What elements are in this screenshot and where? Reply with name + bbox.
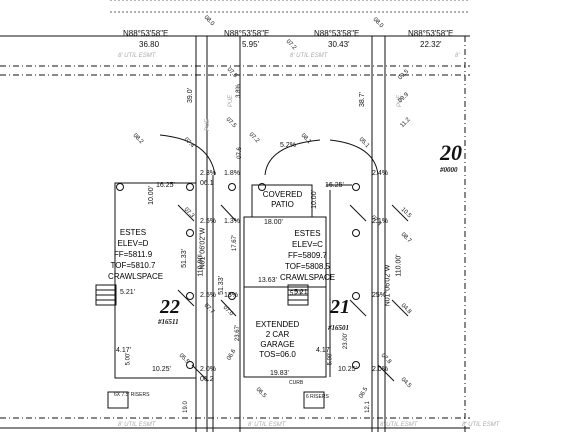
swale-left	[159, 134, 216, 176]
elev-label: 19.0	[182, 401, 189, 413]
lot21-number: 21	[330, 296, 350, 318]
slope-label: 2.5%	[200, 218, 216, 225]
slope-label: 13%	[224, 292, 239, 299]
bearing-4: N88°53'58"E	[408, 29, 454, 38]
easement-label-2: 8' UTIL ESMT	[290, 53, 328, 59]
lot22-risers-bottom: 6X 7.5' RISERS	[114, 392, 150, 398]
center-depth: 110.00'	[197, 254, 205, 277]
slope-label: 25%	[372, 292, 387, 299]
lot21-dim-h: 5.21'	[290, 291, 303, 297]
patio-width: 18.00'	[264, 219, 283, 226]
slope-label: 2.0%	[372, 366, 388, 373]
center-dim-f: 10.00'	[310, 190, 318, 209]
slope-label: 5.2%	[280, 142, 296, 149]
bottom-easement-1: 8' UTIL ESMT	[118, 422, 156, 428]
house-lot22-outline	[114, 182, 197, 379]
slope-label: 1.3%	[224, 218, 240, 225]
stair-risers-bottom-center	[303, 391, 325, 409]
center-dim-c: 23.67'	[235, 324, 242, 342]
lot22-dim-e: 10.00'	[147, 186, 155, 205]
elev-label: 12.1	[364, 401, 371, 413]
elev-label: 06.1	[200, 180, 214, 187]
elev-label: 07.6	[236, 147, 243, 159]
center-dim-d: 19.83'	[270, 370, 289, 377]
lot22-house-info: ESTES ELEV=D FF=5811.9 TOF=5810.7 CRAWLS…	[108, 228, 164, 281]
pue-label-1: PUE	[205, 118, 212, 132]
bearing-1: N88°53'58"E	[123, 29, 169, 38]
drainage-arrows	[177, 204, 409, 382]
easement-label-1: 8' UTIL ESMT	[118, 53, 156, 59]
pue-label-2: PUE	[228, 94, 235, 108]
garage-label: EXTENDED 2 CAR GARAGE TOS=06.0	[255, 320, 300, 359]
lot21-address: #16501	[328, 324, 349, 332]
lot22-side-len: 39.0'	[186, 88, 194, 103]
lot21-dim-e: 10.25'	[338, 366, 357, 373]
slope-label: 1.8%	[224, 170, 240, 177]
stair-risers-bottom-left	[107, 391, 129, 409]
bottom-easement-2: 8' UTIL ESMT	[248, 422, 286, 428]
lot22-number: 22	[160, 296, 180, 318]
lot21-dim-d: 4.17'	[316, 347, 331, 354]
lot22-dim-d: 16.25'	[156, 182, 175, 189]
bottom-easement-4: 8' UTIL ESMT	[462, 422, 500, 428]
lot20-number: 20	[440, 140, 462, 165]
easement-label-3: 8'	[455, 53, 460, 59]
swale-center-left	[264, 139, 321, 176]
covered-patio-label: COVERED PATIO	[262, 190, 303, 209]
lot21-house-info: ESTES ELEV=C FF=5809.7 TOF=5808.5 CRAWLS…	[280, 229, 336, 282]
distance-4: 22.32'	[420, 40, 442, 49]
slope-label: 2.0%	[200, 366, 216, 373]
lot22-address: #16511	[158, 318, 179, 326]
distance-2: 5.95'	[242, 40, 260, 49]
slope-label: 2.3%	[200, 170, 216, 177]
bearing-2: N88°53'58"E	[224, 29, 270, 38]
lot22-dim-b: 5.00'	[125, 352, 132, 366]
slope-label: 2.1%	[372, 218, 388, 225]
center-dim-e: 5.21'	[294, 289, 309, 296]
lot21-side-len: 38.7'	[358, 92, 366, 107]
lot21-dim-c: 23.00'	[343, 332, 350, 350]
slope-label: 3.8%	[235, 84, 242, 98]
lot21-dim-f: 5.00'	[327, 352, 334, 366]
elev-label: 06.2	[200, 376, 214, 383]
center-dim-a: 13.63'	[258, 277, 277, 284]
lot22-dim-a: 10.25'	[152, 366, 171, 373]
center-dim-b: 17.67'	[232, 234, 239, 252]
lot21-depth: 110.00'	[395, 254, 403, 277]
grade-markers	[116, 183, 360, 369]
distance-1: 36.80	[139, 40, 160, 49]
lot22-dim-c: 5.21'	[120, 289, 135, 296]
slope-label: 2.4%	[372, 170, 388, 177]
bottom-easement-3: 8' UTIL ESMT	[380, 422, 418, 428]
curb-label: CURB	[289, 380, 304, 386]
lot21-bearing: N01°06'02"W	[384, 264, 392, 307]
swale-center-right	[329, 139, 379, 176]
distance-3: 30.43'	[328, 40, 350, 49]
lot21-risers: 6 RISERS	[306, 394, 329, 400]
slope-label: 2.5%	[200, 292, 216, 299]
bearing-3: N88°53'58"E	[314, 29, 360, 38]
lot20-address: #0000	[440, 166, 458, 174]
lot21-dim-a: 16.25'	[325, 182, 344, 189]
lot22-depth: 51.33'	[180, 249, 188, 268]
lot22-garage: 4.17'	[116, 347, 131, 354]
